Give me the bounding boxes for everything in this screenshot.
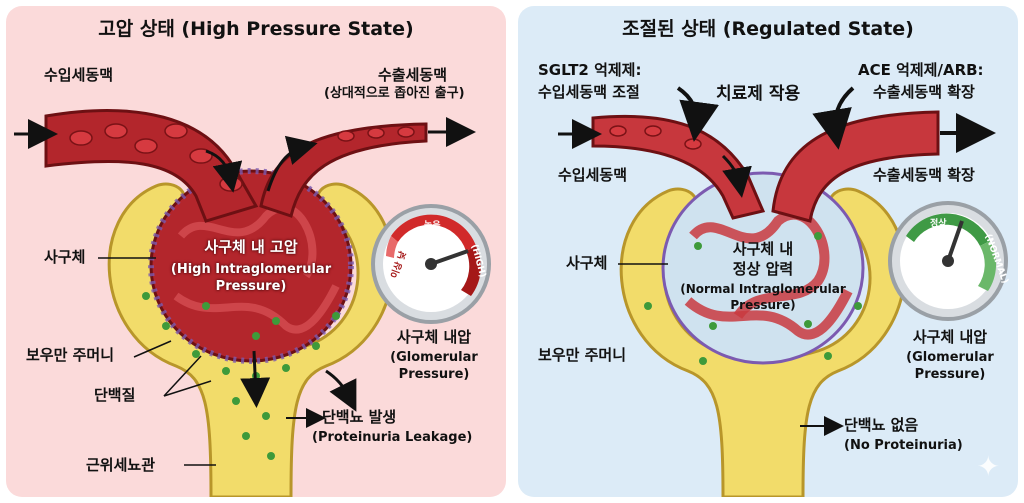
left-capsule-label: 보우만 주머니 bbox=[26, 346, 115, 364]
right-afferent-label: 수입세동맥 bbox=[558, 166, 628, 184]
pressure-gauge-icon bbox=[888, 201, 1008, 321]
right-center-en-2: Pressure) bbox=[730, 298, 796, 312]
right-center-ko-2: 정상 압력 bbox=[732, 260, 794, 278]
left-gauge-en-2: Pressure) bbox=[398, 367, 470, 382]
panel-regulated: 조절된 상태 (Regulated State) SGLT2 억제제: 수입세동… bbox=[518, 6, 1018, 497]
afferent-arteriole bbox=[44, 109, 259, 223]
right-no-protein-en: (No Proteinuria) bbox=[844, 438, 963, 453]
left-title: 고압 상태 (High Pressure State) bbox=[98, 18, 414, 40]
right-ace-1: ACE 억제제/ARB: bbox=[858, 61, 984, 79]
pressure-gauge-icon bbox=[371, 204, 491, 324]
left-leak-ko: 단백뇨 발생 bbox=[322, 408, 397, 426]
left-protein-label: 단백질 bbox=[94, 386, 136, 404]
right-therapy: 치료제 작용 bbox=[716, 84, 801, 104]
capillary-loop bbox=[689, 209, 830, 320]
efferent-arteriole bbox=[771, 110, 940, 223]
right-no-protein-ko: 단백뇨 없음 bbox=[844, 416, 919, 434]
left-glomerulus-label: 사구체 bbox=[44, 248, 86, 266]
right-sglt2-2: 수입세동맥 조절 bbox=[538, 83, 640, 101]
left-gauge-high-ko: 높음 bbox=[424, 221, 441, 231]
left-center-en-1: (High Intraglomerular bbox=[170, 262, 332, 277]
right-title: 조절된 상태 (Regulated State) bbox=[622, 18, 914, 40]
right-gauge-normal-ko: 정상 bbox=[930, 219, 947, 229]
right-center-ko-1: 사구체 내 bbox=[732, 240, 794, 258]
left-gauge-ko: 사구체 내압 bbox=[396, 328, 472, 346]
right-gauge-ko: 사구체 내압 bbox=[912, 328, 988, 346]
left-tubule-label: 근위세뇨관 bbox=[86, 456, 156, 474]
right-efferent-dilate: 수출세동맥 확장 bbox=[873, 166, 975, 184]
right-capsule-label: 보우만 주머니 bbox=[538, 346, 627, 364]
left-efferent-label: 수출세동맥 bbox=[378, 66, 448, 84]
left-center-en-2: Pressure) bbox=[215, 279, 287, 294]
right-gauge-en-1: (Glomerular bbox=[906, 350, 994, 365]
right-glomerulus-label: 사구체 bbox=[566, 254, 608, 272]
left-center-ko: 사구체 내 고압 bbox=[204, 238, 298, 256]
left-illustration bbox=[14, 109, 491, 497]
right-illustration bbox=[558, 86, 1008, 497]
sparkle-icon: ✦ bbox=[976, 450, 1000, 483]
left-leak-en: (Proteinuria Leakage) bbox=[312, 430, 473, 445]
right-sglt2-1: SGLT2 억제제: bbox=[538, 61, 642, 79]
left-afferent-label: 수입세동맥 bbox=[44, 66, 114, 84]
right-ace-2: 수출세동맥 확장 bbox=[873, 83, 975, 101]
left-efferent-note: (상대적으로 좁아진 출구) bbox=[324, 86, 465, 101]
right-center-en-1: (Normal Intraglomerular bbox=[680, 282, 846, 296]
right-gauge-en-2: Pressure) bbox=[914, 367, 986, 382]
left-gauge-en-1: (Glomerular bbox=[390, 350, 478, 365]
panel-high-pressure: 고압 상태 (High Pressure State) 수입세동맥 수출세동맥 … bbox=[6, 6, 506, 497]
afferent-arteriole bbox=[591, 114, 766, 220]
